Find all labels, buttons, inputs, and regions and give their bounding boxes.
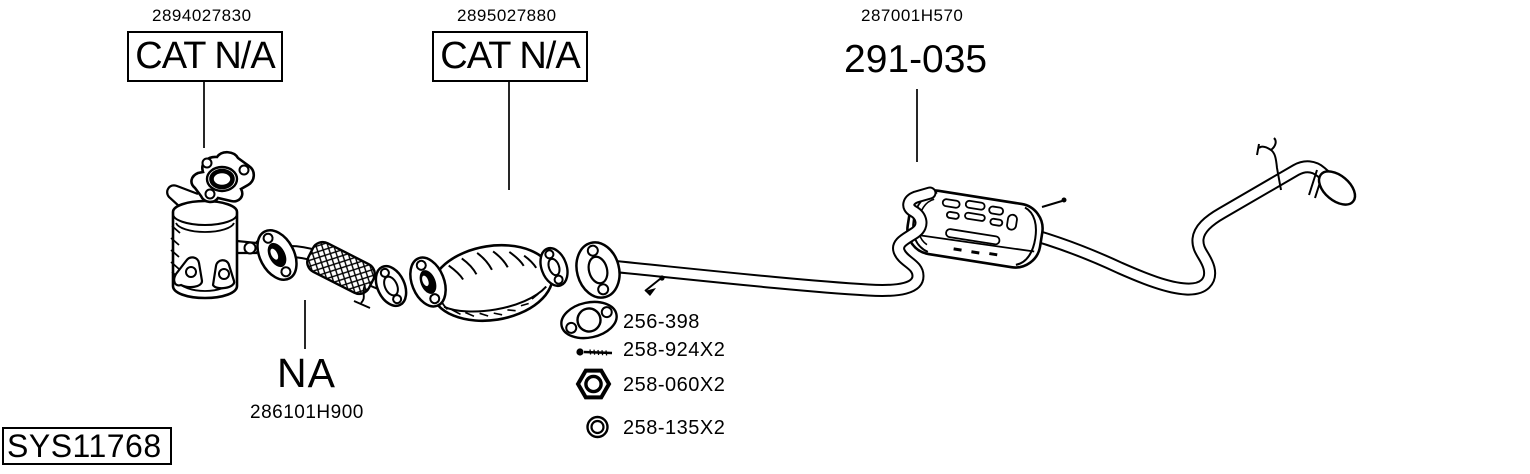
mid-catalytic-converter-drawing [409, 243, 569, 323]
nut-icon [575, 368, 612, 400]
pipe-inlet-flange [575, 241, 621, 299]
gasket-icon [560, 300, 618, 340]
center-pipe-drawing [575, 186, 937, 299]
legend-label-bolt: 258-924X2 [623, 339, 726, 361]
part-number-front-pipe: 286101H900 [250, 402, 364, 423]
callout-front-pipe: NA [277, 350, 336, 396]
leader-lines [203, 82, 918, 349]
ring-icon [586, 415, 609, 439]
tail-pipe-drawing [1008, 137, 1357, 296]
legend-label-ring: 258-135X2 [623, 417, 726, 439]
part-number-cat1: 2894027830 [152, 6, 252, 25]
callout-box-cat1: CAT N/A [127, 31, 283, 82]
callout-box-cat2: CAT N/A [432, 31, 588, 82]
legend-label-gasket: 256-398 [623, 311, 700, 333]
flex-front-pipe-drawing [256, 229, 408, 309]
part-number-muffler: 287001H570 [861, 6, 964, 25]
part-number-cat2: 2895027880 [457, 6, 557, 25]
system-id-badge: SYS11768 [2, 427, 172, 465]
callout-muffler: 291-035 [844, 38, 988, 81]
muffler-drawing [906, 189, 1067, 269]
legend-label-nut: 258-060X2 [623, 374, 726, 396]
manifold-catalytic-converter-drawing [166, 150, 270, 300]
bolt-icon [576, 348, 613, 356]
hardware-legend-icons [560, 300, 618, 439]
tail-hanger-hook [1256, 137, 1282, 191]
